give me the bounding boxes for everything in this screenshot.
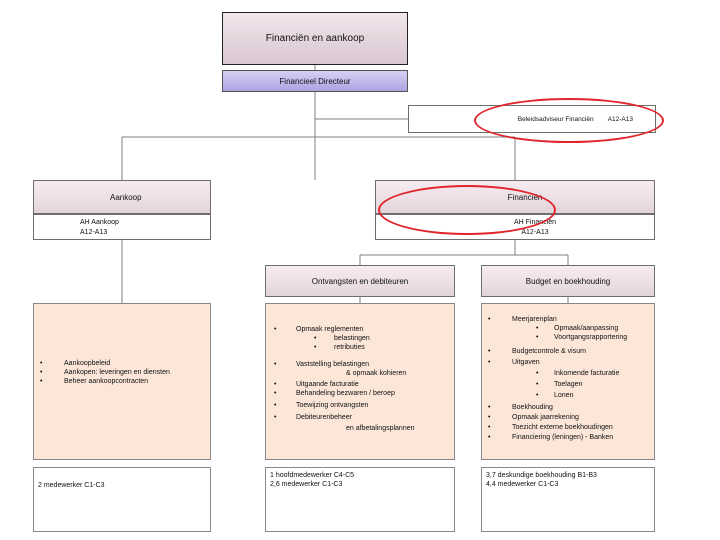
budget-task: Toezicht externe boekhoudingen [512, 424, 613, 431]
director-label: Financieel Directeur [279, 76, 351, 86]
ontvangsten-title: Ontvangsten en debiteuren [311, 276, 409, 286]
bullet: • [40, 360, 43, 367]
bullet: • [536, 325, 539, 332]
bullet: • [536, 370, 539, 377]
bullet: • [488, 404, 491, 411]
bullet: • [274, 361, 277, 368]
bullet: • [314, 335, 317, 342]
bullet: • [488, 424, 491, 431]
aankoop-box: Aankoop [33, 180, 211, 214]
ontvangsten-task: Uitgaande facturatie [296, 381, 359, 388]
ontvangsten-task: Debiteurenbeheer [296, 414, 353, 421]
ontvangsten-task: Vaststelling belastingen [296, 361, 370, 368]
aankoop-tasks-panel: • Aankoopbeleid • Aankopen: leveringen e… [33, 303, 211, 460]
aankoop-staff-box: 2 medewerker C1-C3 [33, 467, 211, 532]
budget-subtask: Toelagen [554, 381, 583, 388]
aankoop-sub-box: AH Aankoop A12-A13 [33, 214, 211, 240]
bullet: • [488, 434, 491, 441]
top-title-box: Financiën en aankoop [222, 12, 408, 65]
bullet: • [488, 414, 491, 421]
bullet: • [274, 402, 277, 409]
aankoop-task: Aankopen: leveringen en diensten [64, 369, 170, 376]
budget-tasks-panel: • Meerjarenplan • Opmaak/aanpassing • Vo… [481, 303, 655, 460]
advisor-highlight-ring [474, 98, 664, 143]
financien-sub-line2: A12-A13 [521, 229, 549, 236]
bullet: • [536, 334, 539, 341]
bullet: • [274, 381, 277, 388]
ontvangsten-task: Toewijzing ontvangsten [296, 402, 369, 409]
ontvangsten-tasks-panel: • Opmaak reglementen • belastingen • ret… [265, 303, 455, 460]
budget-task: Uitgaven [512, 359, 540, 366]
budget-task: Opmaak jaarrekening [512, 414, 579, 421]
bullet: • [536, 381, 539, 388]
director-box: Financieel Directeur [222, 70, 408, 92]
aankoop-sub-line1: AH Aankoop [80, 219, 119, 226]
ontvangsten-subtask: retributies [334, 344, 365, 351]
bullet: • [488, 348, 491, 355]
budget-task: Budgetcontrole & visum [512, 348, 586, 355]
aankoop-sub-line2: A12-A13 [80, 229, 108, 236]
aankoop-staff-line: 2 medewerker C1-C3 [38, 482, 105, 489]
budget-title: Budget en boekhouding [525, 276, 611, 286]
bullet: • [274, 414, 277, 421]
ontvangsten-staff-line: 1 hoofdmedewerker C4-C5 [270, 472, 355, 479]
budget-subtask: Opmaak/aanpassing [554, 325, 619, 332]
ontvangsten-task: Behandeling bezwaren / beroep [296, 390, 395, 397]
financien-highlight-ring [378, 185, 556, 235]
budget-task: Financiering (leningen) - Banken [512, 434, 614, 441]
budget-staff-line: 4,4 medewerker C1-C3 [486, 481, 559, 488]
ontvangsten-subtask: belastingen [334, 335, 370, 342]
aankoop-task: Aankoopbeleid [64, 360, 111, 367]
ontvangsten-staff-line: 2,6 medewerker C1-C3 [270, 481, 343, 488]
ontvangsten-box: Ontvangsten en debiteuren [265, 265, 455, 297]
budget-task: Meerjarenplan [512, 316, 557, 323]
budget-subtask: Voortgangsrapportering [554, 334, 628, 341]
ontvangsten-staff-box: 1 hoofdmedewerker C4-C5 2,6 medewerker C… [265, 467, 455, 532]
budget-staff-box: 3,7 deskundige boekhouding B1-B3 4,4 med… [481, 467, 655, 532]
bullet: • [40, 378, 43, 385]
bullet: • [488, 316, 491, 323]
budget-box: Budget en boekhouding [481, 265, 655, 297]
aankoop-title: Aankoop [110, 192, 142, 202]
budget-subtask: Inkomende facturatie [554, 370, 620, 377]
bullet: • [274, 326, 277, 333]
bullet: • [274, 390, 277, 397]
aankoop-task: Beheer aankoopcontracten [64, 378, 149, 385]
budget-staff-line: 3,7 deskundige boekhouding B1-B3 [486, 472, 597, 479]
bullet: • [314, 344, 317, 351]
ontvangsten-task: Opmaak reglementen [296, 326, 364, 333]
budget-subtask: Lonen [554, 392, 574, 399]
ontvangsten-task-continuation: en afbetalingsplannen [346, 425, 415, 432]
bullet: • [536, 392, 539, 399]
top-title: Financiën en aankoop [265, 33, 365, 44]
budget-task: Boekhouding [512, 404, 553, 411]
bullet: • [488, 359, 491, 366]
bullet: • [40, 369, 43, 376]
ontvangsten-task-continuation: & opmaak kohieren [346, 370, 407, 377]
